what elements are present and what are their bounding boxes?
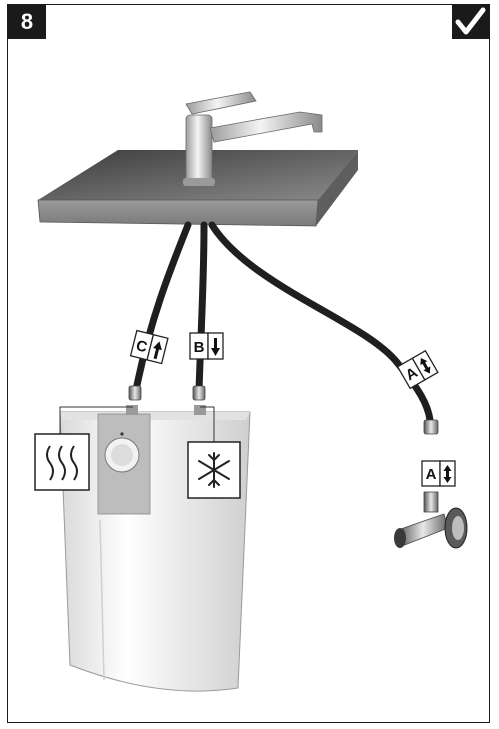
connector-label-b: B bbox=[194, 339, 205, 356]
arrow-up-icon bbox=[153, 341, 162, 360]
step-number: 8 bbox=[20, 9, 34, 34]
connector-label-a-valve: A bbox=[426, 466, 437, 483]
connector-tag-cold-inlet: B bbox=[189, 332, 224, 360]
arrow-up-down-icon bbox=[420, 357, 431, 374]
symbol-leader-lines bbox=[59, 406, 215, 442]
heat-waves-icon bbox=[34, 433, 90, 491]
faucet bbox=[183, 91, 323, 186]
connector-tag-hot-outlet: C bbox=[129, 329, 169, 365]
arrow-down-icon bbox=[211, 338, 220, 356]
connector-tag-supply-main: A bbox=[396, 349, 439, 390]
step-number-badge: 8 bbox=[8, 5, 46, 39]
checkmark-badge bbox=[452, 5, 489, 39]
shutoff-valve bbox=[394, 491, 468, 549]
snowflake-icon bbox=[187, 441, 241, 499]
arrow-up-down-icon bbox=[443, 465, 452, 483]
hose-fittings bbox=[128, 385, 439, 435]
connector-tag-supply-valve: A bbox=[421, 460, 456, 487]
checkmark-icon bbox=[455, 7, 486, 35]
connector-label-c: C bbox=[134, 337, 149, 356]
connection-hoses bbox=[132, 221, 434, 424]
temperature-knob bbox=[104, 432, 140, 473]
figure-frame bbox=[7, 4, 490, 723]
